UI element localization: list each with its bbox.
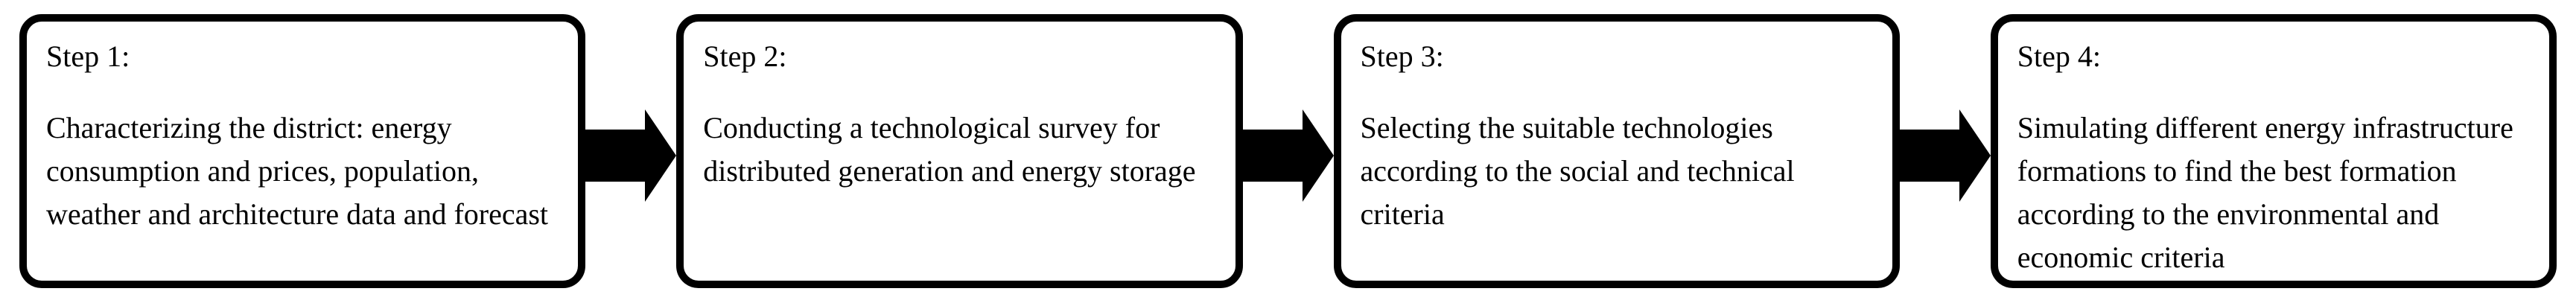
step-4-title: Step 4: [2017, 39, 2101, 73]
right-block-arrow-icon [1242, 109, 1334, 202]
step-4-box: Step 4: Simulating different energy infr… [1990, 14, 2557, 288]
right-block-arrow-icon [585, 109, 677, 202]
arrow-step3-to-step4 [1899, 23, 1991, 288]
arrow-step1-to-step2 [585, 23, 677, 288]
arrow-step2-to-step3 [1242, 23, 1334, 288]
step-1-box: Step 1: Characterizing the district: ene… [19, 14, 586, 288]
step-2-box: Step 2: Conducting a technological surve… [676, 14, 1243, 288]
step-1-description: Characterizing the district: energy cons… [46, 111, 549, 231]
step-3-box: Step 3: Selecting the suitable technolog… [1333, 14, 1900, 288]
step-2-title: Step 2: [703, 39, 787, 73]
step-4-description: Simulating different energy infrastructu… [2017, 111, 2513, 274]
step-3-title: Step 3: [1360, 39, 1444, 73]
step-1-title: Step 1: [46, 39, 130, 73]
right-block-arrow-icon [1899, 109, 1991, 202]
step-3-description: Selecting the suitable technologies acco… [1360, 111, 1795, 231]
step-2-description: Conducting a technological survey for di… [703, 111, 1196, 188]
